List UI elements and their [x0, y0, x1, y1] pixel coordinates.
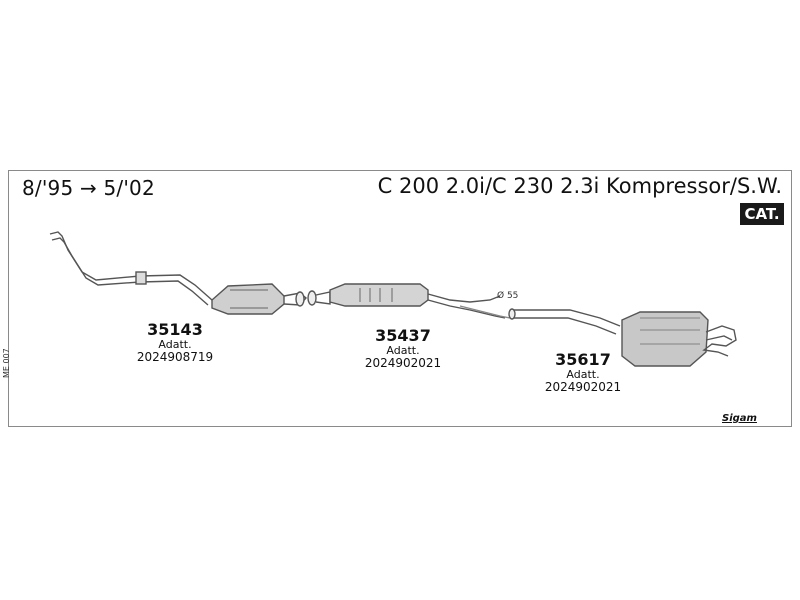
part-35437: 35437 Adatt. 2024902021: [358, 326, 448, 370]
front-clamp: [135, 271, 147, 285]
rear-silencer: [621, 311, 709, 367]
side-code: ME 007: [2, 348, 11, 378]
catalytic-converter: [211, 283, 285, 315]
cat-badge: CAT.: [740, 203, 784, 225]
part-number: 35617: [555, 350, 611, 369]
part-oem-code: 2024902021: [364, 356, 442, 370]
tail-pipes: [702, 325, 737, 357]
diagram-frame: [8, 170, 792, 427]
part-35617: 35617 Adatt. 2024902021: [538, 350, 628, 394]
middle-silencer: [329, 283, 429, 307]
part-number: 35437: [375, 326, 431, 345]
diameter-label: Ø 55: [497, 291, 519, 301]
part-adatt-label: Adatt.: [158, 338, 192, 351]
front-pipe: [49, 231, 213, 301]
part-35143: 35143 Adatt. 2024908719: [130, 320, 220, 364]
date-range: 8/'95 → 5/'02: [22, 176, 155, 200]
part-oem-code: 2024908719: [136, 350, 214, 364]
model-title: C 200 2.0i/C 230 2.3i Kompressor/S.W.: [377, 174, 782, 198]
brand-logo: Sigam: [722, 413, 757, 424]
part-oem-code: 2024902021: [544, 380, 622, 394]
rear-pipe: [512, 309, 621, 327]
part-number: 35143: [147, 320, 203, 339]
part-adatt-label: Adatt.: [566, 368, 600, 381]
part-adatt-label: Adatt.: [386, 344, 420, 357]
